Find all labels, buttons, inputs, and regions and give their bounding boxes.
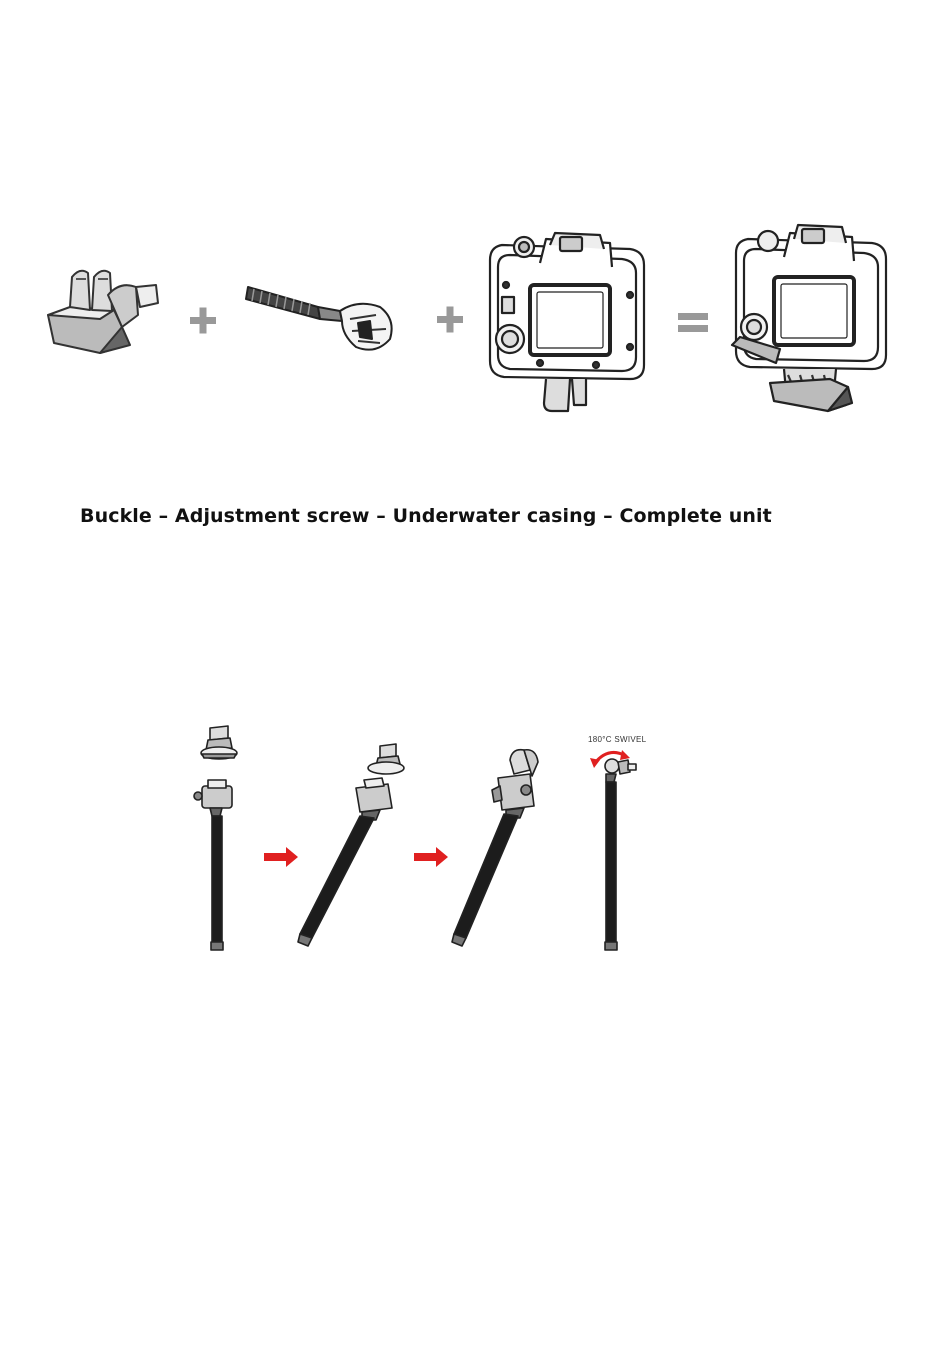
red-arrow	[264, 847, 298, 867]
assembly-figure	[40, 215, 900, 430]
step-4-pole-swivel: 180°C SWIVEL	[588, 735, 647, 950]
underwater-casing-illustration	[490, 233, 644, 411]
figure-caption: Buckle – Adjustment screw – Underwater c…	[80, 505, 772, 527]
red-arrow	[414, 847, 448, 867]
plus-operator	[437, 307, 463, 333]
swivel-label: 180°C SWIVEL	[588, 735, 647, 744]
buckle-illustration	[48, 271, 158, 353]
step-1-pole	[194, 726, 237, 950]
equals-operator	[678, 313, 708, 332]
complete-unit-illustration	[732, 225, 886, 411]
step-3-pole	[452, 750, 538, 946]
plus-operator	[190, 308, 216, 334]
adjustment-screw-illustration	[246, 287, 392, 350]
mounting-steps-figure: 180°C SWIVEL	[180, 720, 680, 960]
step-2-pole	[298, 744, 404, 946]
